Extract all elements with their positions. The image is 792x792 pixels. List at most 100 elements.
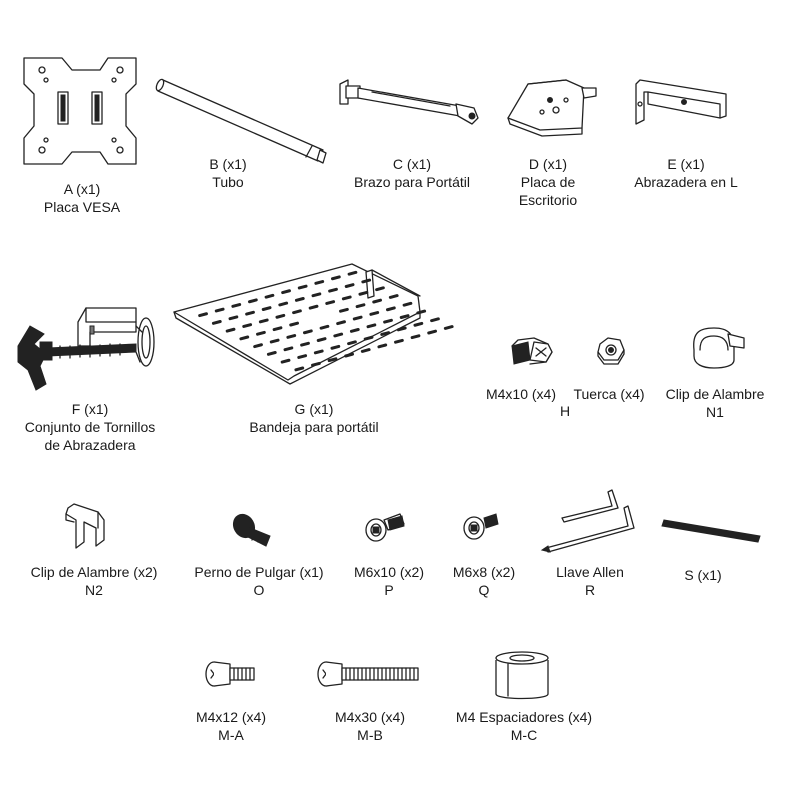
tray-slot — [280, 358, 291, 364]
nut-icon — [597, 337, 625, 365]
tray-slot — [258, 318, 269, 324]
tray-slot — [383, 318, 393, 324]
tray-slot — [355, 303, 366, 309]
label-part-mc: M4 Espaciadores (x4)M-C — [455, 709, 593, 743]
tray-slot — [266, 350, 277, 356]
l-bracket-icon — [635, 79, 727, 125]
tray-slot — [402, 301, 413, 307]
tray-slot — [314, 280, 325, 285]
tray-slot — [253, 343, 263, 349]
tray-slot — [349, 327, 360, 333]
tray-slot — [413, 321, 424, 327]
label-part-g: G (x1)Bandeja para portátil — [249, 401, 379, 435]
tray-slot — [344, 283, 355, 289]
tray-slot — [225, 327, 236, 333]
label-part-s: S (x1) — [684, 567, 722, 583]
tray-slot — [211, 319, 222, 325]
tray-slot — [347, 340, 357, 346]
label-part-a: A (x1)Placa VESA — [43, 181, 121, 215]
tray-slot — [394, 338, 404, 344]
tray-slot — [278, 301, 289, 307]
tray-slot — [377, 343, 388, 349]
label-part-b: B (x1)Tubo — [209, 156, 247, 190]
tray-slot — [275, 313, 286, 319]
tray-slot — [261, 306, 272, 312]
label-part-h-nut: Tuerca (x4) — [573, 386, 645, 402]
tray-slot — [443, 325, 454, 330]
tray-slot — [245, 310, 255, 316]
tray-slot — [247, 298, 258, 304]
tray-slot — [228, 315, 239, 321]
hex-bolt-p-icon — [365, 513, 405, 542]
tray-slot — [311, 361, 321, 367]
desk-plate-icon — [507, 79, 597, 137]
tray-slot — [427, 329, 438, 335]
tray-slot — [313, 349, 324, 355]
tray-slot — [327, 357, 338, 363]
tray-slot — [347, 270, 358, 276]
tray-slot — [372, 298, 383, 304]
label-part-h-screw: M4x10 (x4) — [485, 386, 557, 402]
label-part-n2: Clip de Alambre (x2)N2 — [30, 564, 158, 598]
tray-slot — [292, 309, 302, 315]
tray-slot — [430, 317, 440, 323]
tray-slot — [361, 278, 372, 284]
wire-clip-n2-icon — [65, 503, 105, 549]
tray-slot — [399, 314, 410, 320]
screw-m4x10-icon — [511, 337, 553, 365]
tray-slot — [358, 290, 369, 296]
screw-m4x12-icon — [205, 661, 255, 687]
tray-slot — [366, 323, 377, 329]
tray-slot — [300, 341, 310, 347]
screw-m4x30-icon — [317, 661, 419, 687]
tray-slot — [360, 348, 371, 353]
label-part-h: H — [559, 403, 571, 419]
label-part-mb: M4x30 (x4)M-B — [334, 709, 406, 743]
wire-clip-n1-icon — [693, 327, 745, 369]
tray-slot — [333, 332, 344, 338]
tray-slot — [297, 284, 308, 290]
label-part-c: C (x1)Brazo para Portátil — [354, 156, 470, 190]
tray-slot — [385, 306, 396, 312]
tray-slot — [281, 289, 291, 295]
tray-slot — [341, 295, 352, 301]
tube-icon — [155, 78, 327, 164]
tray-slot — [319, 324, 330, 330]
tray-slot — [336, 320, 346, 326]
label-part-ma: M4x12 (x4)M-A — [195, 709, 267, 743]
tray-slot — [289, 321, 300, 327]
tray-slot — [294, 366, 305, 372]
tray-slot — [286, 334, 297, 339]
tray-slot — [330, 344, 341, 350]
clamp-screw-set-icon — [17, 307, 155, 391]
allen-key-icon — [540, 489, 635, 553]
tray-slot — [330, 275, 341, 281]
tray-slot — [311, 292, 322, 298]
tray-slot — [264, 293, 275, 299]
thumb-bolt-icon — [232, 513, 271, 547]
tray-slot — [239, 335, 250, 341]
tray-slot — [416, 309, 427, 315]
label-part-p: M6x10 (x2)P — [353, 564, 425, 598]
tray-slot — [388, 294, 399, 299]
tray-slot — [294, 296, 305, 302]
tray-slot — [269, 338, 280, 344]
tray-slot — [308, 304, 319, 310]
tray-slot — [375, 286, 385, 292]
tray-slot — [339, 307, 349, 313]
tray-slot — [410, 334, 421, 340]
tray-slot — [325, 300, 336, 305]
tray-slot — [214, 307, 225, 313]
tray-slot — [369, 311, 380, 316]
strip-icon — [661, 519, 761, 543]
tray-vent-slots — [198, 270, 454, 372]
tray-slot — [380, 331, 391, 336]
tray-slot — [302, 329, 313, 335]
tray-slot — [316, 337, 327, 343]
